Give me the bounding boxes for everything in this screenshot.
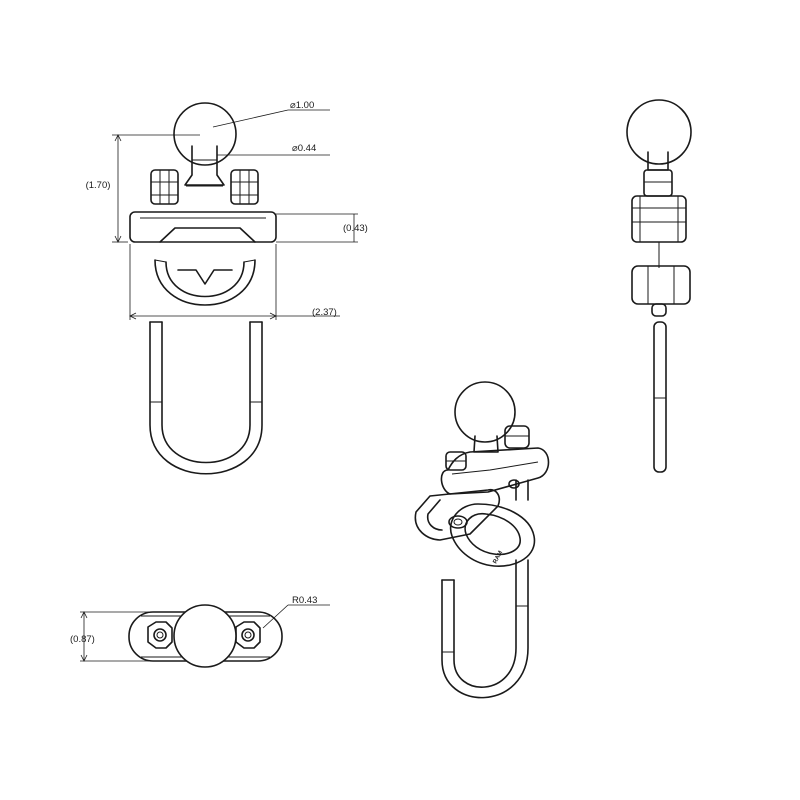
front-view: ⌀1.00 ⌀0.44 (1.70) (0.43) — [86, 100, 368, 475]
side-view — [626, 99, 692, 473]
side-cradle — [631, 265, 691, 305]
svg-text:(2.37): (2.37) — [312, 307, 337, 318]
dim-clamp-height: (0.43) — [276, 213, 368, 243]
top-left-nut — [147, 621, 173, 649]
iso-nuts — [445, 425, 530, 471]
dim-neck-diameter: ⌀0.44 — [217, 143, 330, 156]
dim-end-radius: R0.43 — [262, 595, 330, 629]
iso-clamp-plate — [440, 447, 550, 495]
top-right-nut — [235, 621, 261, 649]
iso-u-bolt — [441, 559, 529, 699]
front-u-bolt — [149, 321, 263, 475]
side-u-bolt — [653, 321, 667, 473]
svg-text:R0.43: R0.43 — [292, 595, 317, 606]
svg-text:⌀1.00: ⌀1.00 — [290, 100, 314, 111]
svg-text:(0.87): (0.87) — [70, 634, 95, 645]
top-view: (0.87) R0.43 — [70, 595, 330, 668]
iso-marking: RAM — [492, 550, 504, 565]
isometric-view: RAM — [414, 381, 550, 699]
dim-overall-height: (1.70) — [86, 134, 200, 243]
dim-base-depth: (0.87) — [70, 611, 160, 662]
top-ball — [173, 604, 237, 668]
dim-ball-diameter: ⌀1.00 — [212, 100, 330, 128]
front-left-nut — [150, 169, 179, 205]
svg-text:(1.70): (1.70) — [86, 180, 111, 191]
side-ball — [626, 99, 692, 165]
front-ball — [173, 102, 237, 166]
dim-clamp-width: (2.37) — [129, 244, 340, 320]
svg-text:⌀0.44: ⌀0.44 — [292, 143, 316, 154]
svg-text:(0.43): (0.43) — [343, 223, 368, 234]
iso-cradle — [449, 503, 536, 567]
iso-ball — [454, 381, 516, 443]
front-right-nut — [230, 169, 259, 205]
front-clamp-plate — [129, 211, 277, 243]
